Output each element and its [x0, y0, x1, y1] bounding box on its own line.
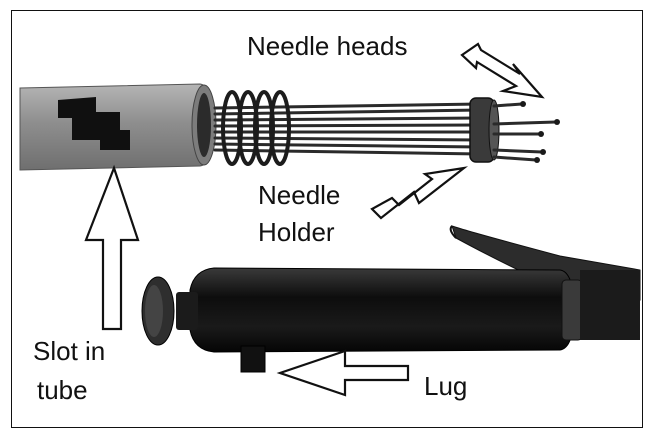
gray-tube — [19, 83, 217, 171]
needle-heads — [492, 102, 558, 162]
slot-arrow — [84, 164, 140, 331]
slot-in-tube-label-line2: tube — [37, 375, 88, 405]
callout-arrows — [84, 42, 545, 397]
needle-holder-label-line2: Holder — [258, 217, 335, 247]
lug — [240, 345, 266, 373]
lug-label: Lug — [424, 371, 468, 401]
slot-in-tube-label-line1: Slot in — [33, 336, 106, 366]
tool-body — [141, 267, 640, 353]
needle-bundle — [213, 102, 482, 156]
needle-heads-arrow — [460, 42, 545, 99]
needle-heads-label: Needle heads — [247, 31, 408, 61]
spring — [221, 90, 291, 166]
lug-arrow — [276, 349, 410, 397]
tube-slot — [58, 97, 130, 150]
needle-holder — [469, 97, 500, 163]
needle-holder-label-line1: Needle — [258, 180, 341, 210]
needle-holder-arrow — [370, 166, 469, 220]
